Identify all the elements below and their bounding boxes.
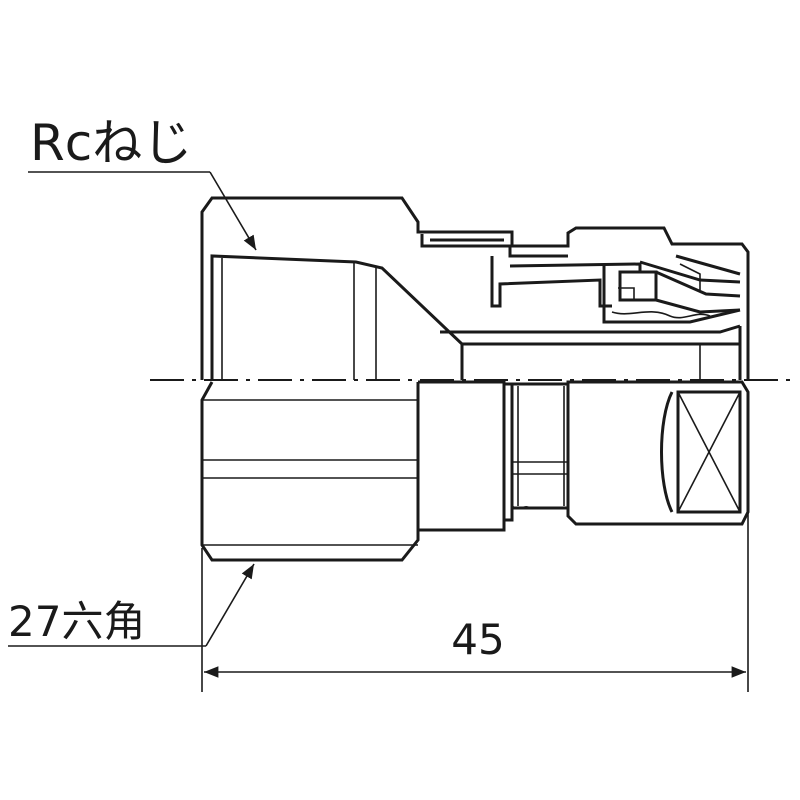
- dimension-length-value: 45: [451, 615, 504, 664]
- middle-body: [418, 380, 506, 532]
- section-view-upper: [200, 196, 750, 380]
- dimension-length: 45: [201, 512, 749, 692]
- leader-hex: 27六角: [8, 563, 255, 647]
- hex-label: 27六角: [8, 597, 145, 646]
- thread-label: Rcねじ: [30, 114, 192, 172]
- body-outline: [200, 196, 750, 380]
- socket-sleeve: [566, 380, 750, 526]
- leader-thread: Rcねじ: [28, 114, 257, 251]
- external-view-lower: [200, 380, 750, 562]
- thread-bore: [210, 254, 464, 380]
- hex-nut: [200, 381, 420, 562]
